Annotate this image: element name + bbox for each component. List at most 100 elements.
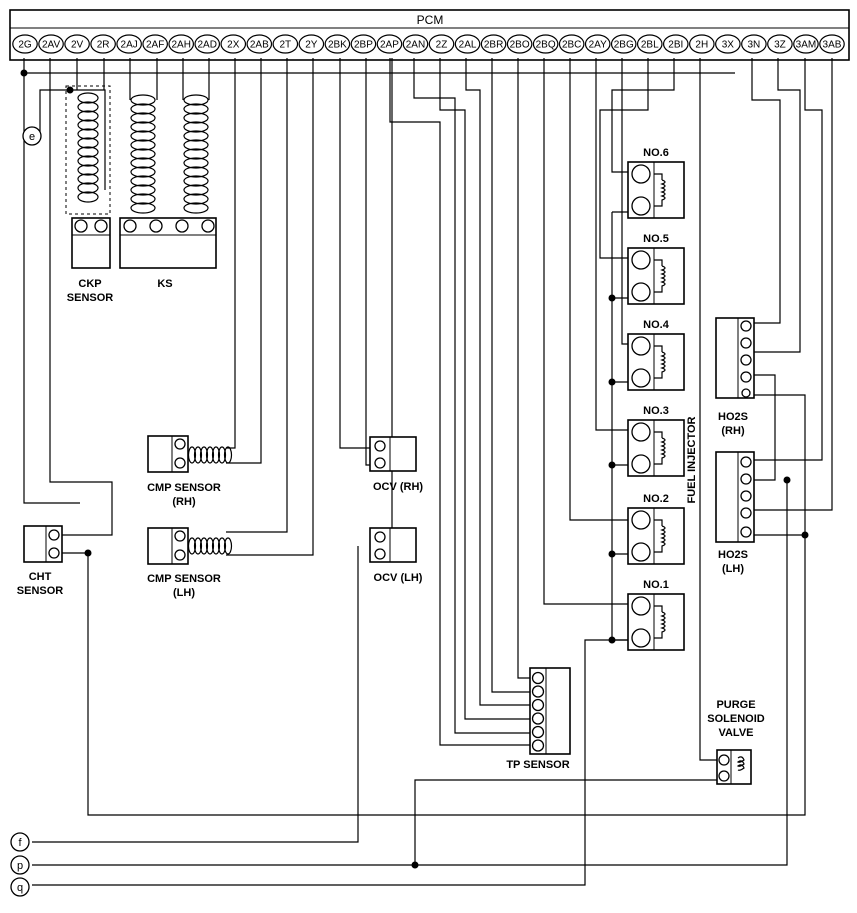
- pcm-pin-label: 2AF: [146, 40, 164, 51]
- tp-sensor: TP SENSOR: [506, 667, 571, 771]
- pcm-pin-3x: 3X: [715, 34, 741, 54]
- ckp-label-2: SENSOR: [67, 292, 114, 304]
- pcm-pin-2bq: 2BQ: [532, 34, 559, 54]
- connector-f: f: [10, 832, 30, 852]
- cmp-sensor-lh: CMP SENSOR (LH): [147, 527, 233, 599]
- ks-coils: [130, 94, 209, 214]
- ocv-lh-label: OCV (LH): [374, 572, 423, 584]
- pcm-pin-label: 2BK: [328, 40, 347, 51]
- pcm-pin-label: 2BI: [668, 40, 683, 51]
- injector-no3: NO.3: [627, 405, 685, 477]
- ocv-rh-label: OCV (RH): [373, 481, 423, 493]
- pcm-pin-label: 2G: [18, 40, 32, 51]
- injector-no5: NO.5: [627, 233, 685, 305]
- purge-label-1: PURGE: [716, 699, 755, 711]
- pcm-pin-3n: 3N: [741, 34, 767, 54]
- injector-no2: NO.2: [627, 493, 685, 565]
- ckp-sensor: CKP SENSOR: [65, 85, 114, 304]
- injector-label: NO.4: [643, 319, 670, 331]
- cmp-lh-label-2: (LH): [173, 587, 195, 599]
- ckp-label-1: CKP: [78, 278, 101, 290]
- purge-solenoid-valve: PURGE SOLENOID VALVE: [707, 699, 765, 785]
- tp-label: TP SENSOR: [506, 759, 569, 771]
- pcm-pin-label: 2R: [97, 40, 110, 51]
- ocv-lh: OCV (LH): [369, 527, 423, 584]
- connector-p: p: [10, 855, 30, 875]
- pcm-pin-3am: 3AM: [793, 34, 819, 54]
- connector-p-label: p: [17, 860, 23, 872]
- pcm-pin-2aj: 2AJ: [116, 34, 142, 54]
- pcm-pin-label: 3AB: [823, 40, 842, 51]
- pcm-pin-2z: 2Z: [428, 34, 455, 54]
- pcm-pin-2bo: 2BO: [506, 34, 533, 54]
- injector-label: NO.3: [643, 405, 669, 417]
- connector-q: q: [10, 877, 30, 897]
- pcm-pin-2av: 2AV: [38, 34, 64, 54]
- ho2s-rh-label-1: HO2S: [718, 411, 748, 423]
- pcm-pin-label: 2AV: [42, 40, 60, 51]
- fuel-injector-label: FUEL INJECTOR: [686, 416, 698, 503]
- pcm-pin-2bi: 2BI: [662, 34, 689, 54]
- cht-label-2: SENSOR: [17, 585, 64, 597]
- ks-label: KS: [157, 278, 172, 290]
- cmp-rh-coil: [187, 446, 233, 464]
- knock-sensor: KS: [119, 94, 217, 290]
- junction-dots: [20, 69, 809, 869]
- pcm-pin-label: 3AM: [796, 40, 817, 51]
- pcm-pin-label: 2Z: [436, 40, 448, 51]
- pcm-pin-label: 2V: [71, 40, 84, 51]
- pcm-pin-label: 2AB: [250, 40, 269, 51]
- pcm-pin-label: 2BQ: [536, 40, 556, 51]
- pcm-pin-2ab: 2AB: [246, 34, 273, 54]
- injector-label: NO.6: [643, 147, 669, 159]
- pcm-pin-2bk: 2BK: [324, 34, 351, 54]
- cmp-sensor-rh: CMP SENSOR (RH): [147, 435, 233, 508]
- pcm-pin-2ah: 2AH: [168, 34, 195, 54]
- ho2s-rh-label-2: (RH): [721, 425, 745, 437]
- pcm-pin-label: 2AY: [589, 40, 607, 51]
- pcm-pin-2t: 2T: [272, 34, 299, 54]
- ho2s-rh: HO2S (RH): [715, 317, 755, 437]
- cmp-rh-label-2: (RH): [172, 496, 196, 508]
- pcm-pin-label: 2Y: [305, 40, 318, 51]
- pcm-pin-label: 2BP: [354, 40, 373, 51]
- injector-no6: NO.6: [627, 147, 685, 219]
- connector-e-label: e: [29, 131, 35, 143]
- pcm-pin-label: 2AN: [406, 40, 425, 51]
- pcm-pin-label: 2AD: [198, 40, 217, 51]
- injector-label: NO.2: [643, 493, 669, 505]
- pcm-pin-label: 2AL: [459, 40, 477, 51]
- cht-label-1: CHT: [29, 571, 52, 583]
- pcm-pin-label: 2X: [227, 40, 240, 51]
- pcm-pin-label: 3Z: [774, 40, 786, 51]
- pcm-pin-2ap: 2AP: [376, 34, 403, 54]
- pcm-pin-row: 2G 2AV 2V 2R 2AJ 2AF 2AH 2AD 2X 2AB 2T 2Y 2BK 2BP 2AP 2…: [12, 34, 845, 54]
- pcm-label: PCM: [417, 13, 444, 27]
- pcm-pin-label: 2AH: [171, 40, 190, 51]
- pcm-pin-label: 3X: [722, 40, 735, 51]
- pcm-pin-label: 2BC: [562, 40, 581, 51]
- injector-no1: NO.1: [627, 579, 685, 651]
- pcm-pin-label: 2BR: [484, 40, 503, 51]
- pcm-pin-label: 2T: [279, 40, 291, 51]
- pcm-pin-label: 3N: [747, 40, 760, 51]
- purge-label-3: VALVE: [718, 727, 753, 739]
- connector-f-label: f: [18, 837, 22, 849]
- ho2s-lh-label-1: HO2S: [718, 549, 748, 561]
- pcm-pin-2g: 2G: [12, 34, 38, 54]
- connector-e: e: [22, 126, 42, 146]
- pcm-pin-2ay: 2AY: [584, 34, 611, 54]
- purge-label-2: SOLENOID: [707, 713, 765, 725]
- cmp-rh-label-1: CMP SENSOR: [147, 482, 221, 494]
- pcm-pin-2bl: 2BL: [636, 34, 663, 54]
- ho2s-lh-label-2: (LH): [722, 563, 744, 575]
- injector-label: NO.1: [643, 579, 669, 591]
- pcm-pin-label: 2AP: [380, 40, 399, 51]
- pcm-pin-2an: 2AN: [402, 34, 429, 54]
- injector-no4: NO.4: [627, 319, 685, 391]
- fuel-injectors: NO.6NO.5NO.4NO.3NO.2NO.1: [627, 147, 685, 651]
- pcm-pin-2bg: 2BG: [610, 34, 637, 54]
- pcm-pin-label: 2BO: [510, 40, 530, 51]
- cmp-lh-coil: [187, 537, 233, 555]
